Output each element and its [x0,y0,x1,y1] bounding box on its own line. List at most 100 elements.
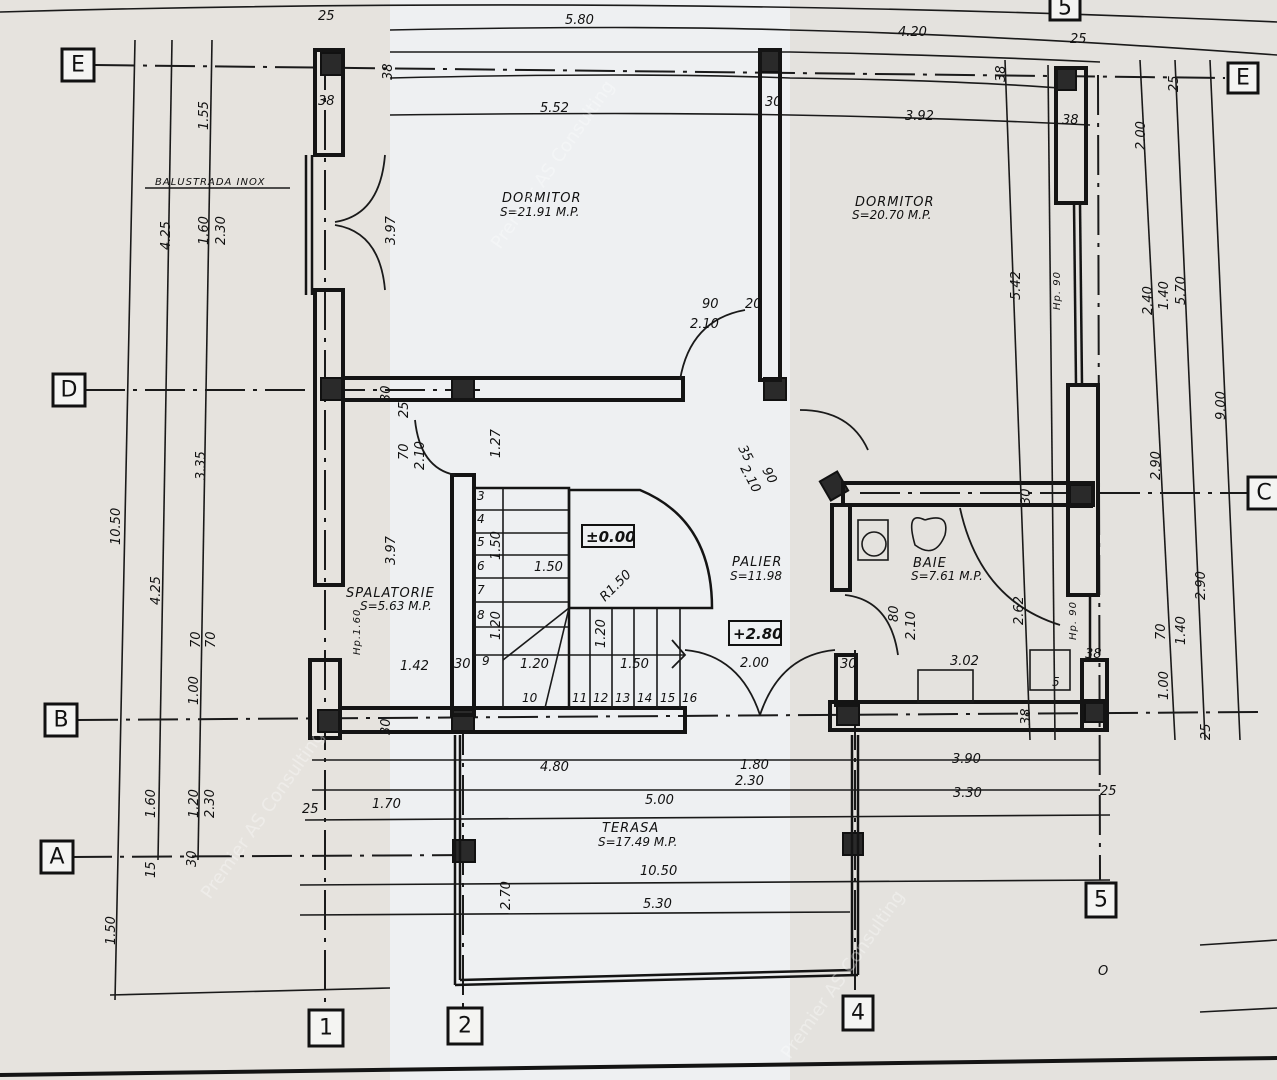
note-window-bath: Hp. 90 [1068,601,1079,640]
svg-text:11: 11 [572,691,587,705]
walls [304,48,1109,987]
svg-text:38: 38 [1062,113,1079,128]
svg-text:30: 30 [840,657,857,672]
svg-text:+2.80: +2.80 [733,625,783,643]
axis-bubble-5-top: 5 [1048,0,1082,22]
svg-text:15: 15 [144,861,159,878]
axis-bubble-1: 1 [307,1008,345,1048]
svg-text:5.80: 5.80 [565,13,594,28]
svg-text:E: E [1236,66,1250,91]
svg-text:5.30: 5.30 [643,897,672,912]
svg-text:90: 90 [758,465,779,487]
level-marker-floor: +2.80 [728,620,783,646]
axis-bubble-E-left: E [60,47,96,83]
svg-text:3.97: 3.97 [384,535,399,565]
note-window-right: Hp. 90 [1052,271,1063,310]
doors [334,154,1061,716]
axis-bubble-A: A [39,839,75,875]
axis-bubble-D: D [51,372,87,408]
svg-text:S=17.49 M.P.: S=17.49 M.P. [598,835,677,849]
svg-text:5: 5 [1094,888,1108,913]
dim-line-top-4 [389,112,1091,126]
svg-text:SPALATORIE: SPALATORIE [346,586,435,601]
svg-text:3.97: 3.97 [384,215,399,245]
paper-panel-middle [390,0,790,1080]
svg-text:8: 8 [477,608,485,622]
svg-text:10.50: 10.50 [109,508,124,545]
svg-text:3.35: 3.35 [194,451,209,480]
svg-text:S=7.61 M.P.: S=7.61 M.P. [911,569,983,583]
door-arc-terasa-left [684,649,761,716]
axis-bubble-4: 4 [841,994,875,1032]
svg-text:PALIER: PALIER [732,555,782,570]
svg-text:2.30: 2.30 [214,216,229,245]
svg-text:2.10: 2.10 [413,441,428,470]
svg-text:2.62: 2.62 [1012,596,1027,625]
svg-text:1.27: 1.27 [489,428,504,458]
svg-text:3: 3 [477,489,485,503]
axis-bubble-B: B [43,702,79,738]
svg-text:2.00: 2.00 [1134,121,1149,150]
svg-text:70: 70 [397,443,412,460]
room-label-terasa: TERASA S=17.49 M.P. [598,821,677,849]
svg-text:C: C [1256,481,1271,506]
svg-text:2.70: 2.70 [499,881,514,910]
door-arc-balcony-top [334,154,386,223]
staircase [472,486,714,710]
room-label-spalatorie: SPALATORIE S=5.63 M.P. [346,586,435,613]
axis-line-5 [1097,74,1101,881]
svg-text:S=5.63 M.P.: S=5.63 M.P. [360,599,432,613]
svg-text:5: 5 [1058,0,1072,21]
svg-text:2.40: 2.40 [1141,286,1156,315]
svg-text:3.92: 3.92 [905,109,934,124]
svg-text:2.90: 2.90 [1194,571,1209,600]
level-marker-landing: ±0.00 [581,524,636,548]
svg-text:15: 15 [660,691,675,705]
svg-text:25: 25 [1167,75,1182,92]
svg-text:25: 25 [1070,32,1087,47]
svg-text:30: 30 [185,850,200,867]
svg-text:30: 30 [379,718,394,735]
door-arc-dormitor-1 [679,309,746,381]
svg-text:35: 35 [734,443,755,465]
svg-text:4.80: 4.80 [540,760,569,775]
title-block-line-2 [1199,1007,1277,1013]
svg-text:1.55: 1.55 [197,101,212,130]
svg-text:38: 38 [1085,647,1102,662]
svg-text:2: 2 [458,1014,472,1039]
svg-text:25: 25 [1100,784,1117,799]
svg-text:30: 30 [1019,488,1034,505]
svg-text:1.70: 1.70 [372,797,401,812]
svg-text:±0.00: ±0.00 [586,528,636,546]
svg-text:30: 30 [379,385,394,402]
paper-panel-left [0,0,390,1080]
bottom-border-line [0,1056,1277,1077]
svg-text:1.60: 1.60 [144,789,159,818]
axis-bubble-E-right: E [1226,61,1260,95]
svg-text:6: 6 [477,559,485,573]
svg-text:38: 38 [381,63,396,80]
sink-icon [910,517,947,552]
svg-text:1.40: 1.40 [1157,281,1172,310]
axis-line-A [71,854,481,858]
svg-text:25: 25 [318,9,335,24]
svg-text:D: D [61,378,78,403]
svg-text:7: 7 [477,583,485,597]
svg-text:4: 4 [477,512,485,526]
title-block-line-1 [1199,939,1277,946]
svg-text:2.00: 2.00 [740,656,769,671]
svg-text:30: 30 [765,95,782,110]
svg-text:S=20.70 M.P.: S=20.70 M.P. [852,208,931,222]
svg-text:4: 4 [851,1001,865,1026]
svg-text:5.42: 5.42 [1009,271,1024,300]
svg-text:B: B [53,708,68,733]
svg-text:4.25: 4.25 [149,576,164,605]
dimension-labels: 5.80 5.52 4.20 3.92 25 25 38 38 30 90 20… [302,9,1117,912]
axis-line-B [77,711,1261,721]
shower-arc [959,507,1061,626]
svg-text:BAIE: BAIE [913,556,947,571]
room-label-dormitor-2: DORMITOR S=20.70 M.P. [852,195,934,222]
svg-text:2.30: 2.30 [735,774,764,789]
svg-text:1.50: 1.50 [104,916,119,945]
